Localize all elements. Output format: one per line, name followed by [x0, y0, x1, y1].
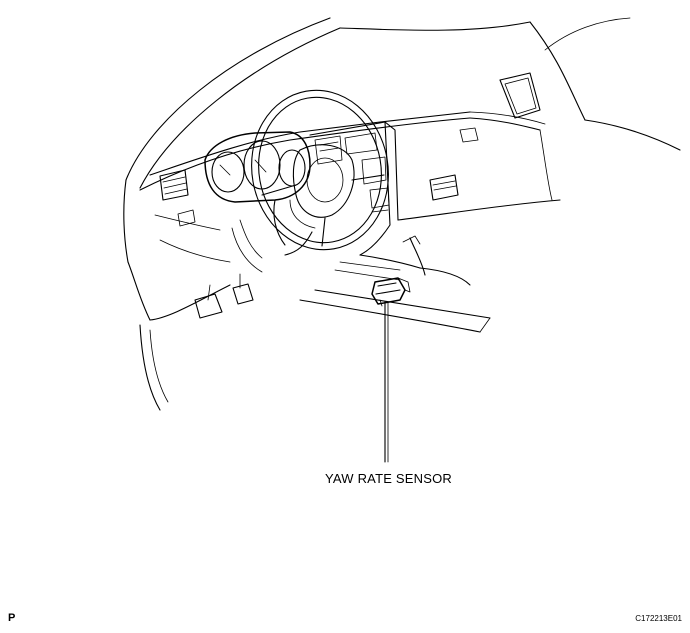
figure-code: C172213E01 — [635, 614, 682, 623]
center-stack — [309, 121, 399, 256]
windshield-frame-left — [123, 17, 341, 263]
left-air-vent — [159, 169, 196, 227]
steering-wheel — [251, 89, 389, 251]
callout-leader-line — [384, 301, 389, 463]
center-console — [299, 235, 491, 333]
yaw-rate-sensor-label: YAW RATE SENSOR — [325, 471, 452, 486]
corner-mark: P — [8, 612, 16, 624]
passenger-dash — [397, 127, 561, 221]
steering-column — [231, 199, 313, 273]
pedals — [194, 273, 254, 319]
side-mirror — [499, 72, 541, 119]
door-sill — [139, 324, 169, 411]
yaw-rate-sensor-illustration — [371, 277, 411, 307]
windshield-frame-right — [339, 17, 681, 151]
dashboard — [127, 111, 546, 321]
